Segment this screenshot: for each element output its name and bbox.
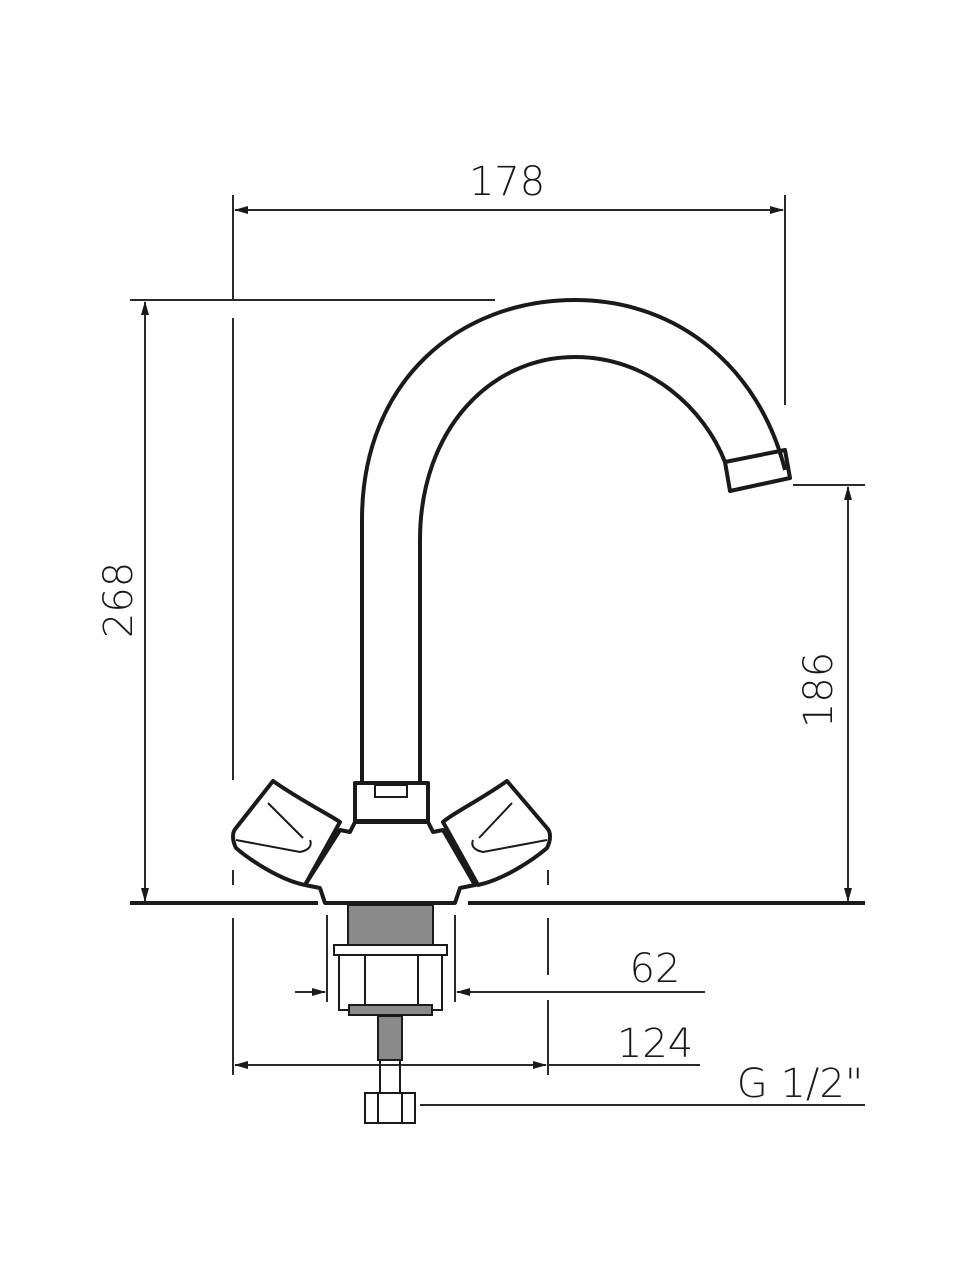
threaded-shank (333, 904, 448, 1016)
spout (360, 298, 792, 782)
dimension-label-268: 268 (96, 562, 142, 638)
dimension-lines (141, 206, 865, 1106)
faucet-body (303, 820, 477, 905)
connection-label: G 1/2" (737, 1061, 863, 1107)
right-handle (441, 779, 552, 887)
dimension-label-124: 124 (617, 1021, 693, 1067)
flex-hose (364, 1015, 416, 1124)
dimension-label-186: 186 (796, 652, 842, 728)
dimension-label-62: 62 (630, 946, 681, 992)
dimension-label-178: 178 (469, 159, 545, 205)
left-handle (231, 779, 342, 887)
extension-lines (130, 195, 865, 1075)
collar (353, 781, 430, 823)
